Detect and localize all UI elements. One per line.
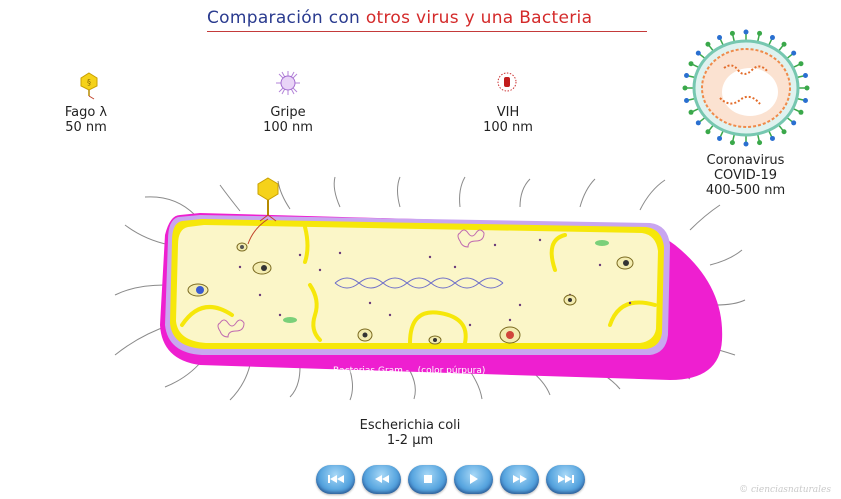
forward-button[interactable] xyxy=(500,464,539,494)
stop-icon xyxy=(423,475,432,483)
influenza-label: Gripe 100 nm xyxy=(252,105,324,135)
hiv-label: VIH 100 nm xyxy=(472,105,544,135)
rewind-icon xyxy=(374,475,389,483)
hiv-size: 100 nm xyxy=(483,120,533,135)
coronavirus-label: Coronavirus COVID-19 400-500 nm xyxy=(688,153,803,198)
play-icon xyxy=(469,474,478,484)
influenza-virus-icon xyxy=(276,71,300,95)
bacteria-name: Escherichia coli xyxy=(359,418,461,433)
coronavirus-icon xyxy=(682,29,810,147)
page-title: Comparación con otros virus y una Bacter… xyxy=(207,8,647,32)
phage-lambda-size: 50 nm xyxy=(65,120,107,135)
ecoli-bacterium xyxy=(114,176,746,401)
phage-lambda-icon: § xyxy=(80,72,98,100)
phage-lambda-name: Fago λ xyxy=(64,105,108,120)
inclusion-granules xyxy=(187,240,634,345)
watermark: © cienciasnaturales xyxy=(739,485,831,495)
rewind-button[interactable] xyxy=(362,464,401,494)
last-button[interactable] xyxy=(546,464,585,494)
skip-to-end-icon xyxy=(557,475,574,483)
influenza-name: Gripe xyxy=(270,105,306,120)
coronavirus-name2: COVID-19 xyxy=(713,168,778,183)
coronavirus-name: Coronavirus xyxy=(706,153,785,168)
skip-to-start-icon xyxy=(327,475,344,483)
stop-button[interactable] xyxy=(408,464,447,494)
playback-controls xyxy=(316,464,594,494)
bacteria-size: 1-2 µm xyxy=(386,433,434,448)
hiv-virus-icon xyxy=(497,72,517,92)
play-button[interactable] xyxy=(454,464,493,494)
fast-forward-icon xyxy=(512,475,527,483)
bacteria-gram-label: Bacterias Gram - (color púrpura) xyxy=(333,366,486,376)
influenza-size: 100 nm xyxy=(263,120,313,135)
dna-chromosome xyxy=(334,277,504,289)
attached-phage xyxy=(247,177,279,245)
first-button[interactable] xyxy=(316,464,355,494)
hiv-name: VIH xyxy=(496,105,520,120)
bacteria-label: Escherichia coli 1-2 µm xyxy=(340,418,480,448)
svg-text:§: § xyxy=(87,78,91,87)
coronavirus-size: 400-500 nm xyxy=(705,183,786,198)
phage-lambda-label: Fago λ 50 nm xyxy=(56,105,116,135)
